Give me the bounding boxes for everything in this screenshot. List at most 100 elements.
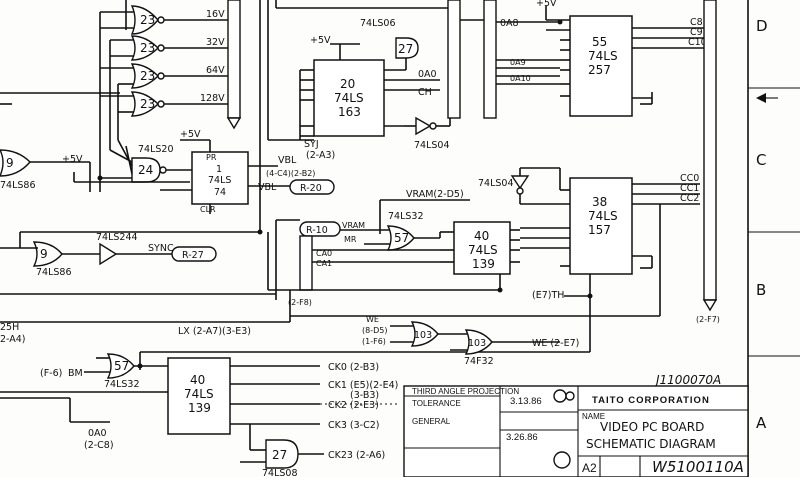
chip-9-bottom-type: 74LS86 — [36, 267, 72, 278]
chip-1-clr: CLR — [200, 205, 216, 214]
connector-r27 — [171, 246, 217, 262]
inverter-74ls04-type: 74LS04 — [414, 140, 450, 151]
title-company: TAITO CORPORATION — [592, 395, 710, 406]
net-0a0-bottom: 0A0 — [88, 428, 107, 439]
net-ck1: CK1 (E5)(2-E4) — [328, 380, 398, 391]
title-drawing-no: W5100110A — [652, 458, 744, 476]
vcc-label-3: +5V — [310, 35, 331, 46]
chip-1-ls74 — [160, 139, 290, 214]
zone-a: A — [756, 414, 767, 432]
net-32v: 32V — [206, 37, 225, 48]
inverter-74ls04-c-type: 74LS04 — [478, 178, 514, 189]
chip-55-num: 55 — [592, 35, 607, 49]
net-bm-ref: (F-6) — [40, 368, 62, 379]
gate-103-pair — [390, 321, 560, 355]
zone-b: B — [756, 281, 766, 299]
net-ca0: CA0 — [316, 249, 332, 258]
net-cb8: C8 — [690, 17, 703, 28]
zone-c: C — [756, 151, 766, 169]
title-ref-no: J1100070A — [654, 373, 721, 387]
net-vram-short: VRAM — [342, 221, 365, 230]
net-mr: MR — [344, 235, 357, 244]
title-line-1: VIDEO PC BOARD — [600, 420, 704, 434]
net-ca1: CA1 — [316, 259, 332, 268]
chip-40-bottom-l1: 74LS — [184, 387, 214, 401]
net-lx: LX (2-A7)(3-E3) — [178, 326, 251, 337]
net-2f7: (2-F7) — [696, 315, 720, 324]
chip-24: 24 — [138, 163, 153, 177]
net-we-ref1: (8-D5) — [362, 326, 387, 335]
chip-1-l2: 74 — [214, 187, 226, 198]
gate-57-top — [364, 225, 441, 251]
return-wires — [139, 204, 661, 370]
gate-27-bottom-type: 74LS08 — [262, 468, 298, 477]
net-0a10: 0A10 — [510, 74, 531, 83]
connector-r20-label: R-20 — [300, 183, 322, 194]
chip-38-ls157 — [520, 177, 700, 297]
net-vbl-bar: VBL — [278, 155, 297, 166]
chip-57-top: 57 — [394, 231, 409, 245]
chip-57-bottom: 57 — [114, 359, 129, 373]
net-0a0: 0A0 — [418, 69, 437, 80]
net-syj: SYJ — [304, 139, 319, 150]
net-cc0: CC0 — [680, 173, 699, 184]
net-cc2: CC2 — [680, 193, 699, 204]
chip-1-pr: PR — [206, 153, 217, 162]
title-block — [403, 385, 749, 477]
chip-103-b: 103 — [468, 338, 486, 349]
sheet-border — [747, 0, 800, 477]
net-2a4: 2-A4) — [0, 334, 26, 345]
gate-27-top — [384, 37, 419, 71]
chip-1-l1: 74LS — [208, 175, 231, 186]
vcc-label-4: +5V — [536, 0, 557, 9]
chip-38-l2: 157 — [588, 223, 611, 237]
title-date-1: 3.13.86 — [510, 396, 542, 407]
net-ck1-ref: (3-B3) — [350, 390, 379, 401]
net-ch: CH — [418, 87, 432, 98]
net-vbl-ref: (4-C4)(2-B2) — [266, 169, 315, 178]
chip-40-mid-num: 40 — [474, 229, 489, 243]
net-e7-th: (E7)TH — [532, 290, 564, 301]
gate-57-bottom-type: 74LS32 — [104, 379, 140, 390]
chip-23-c: 23 — [140, 69, 155, 83]
connector-r27-label: R-27 — [182, 250, 204, 261]
gate-9-bottom — [0, 231, 260, 267]
chip-20-num: 20 — [340, 77, 355, 91]
gate-57-bottom — [84, 353, 168, 379]
net-16v: 16V — [206, 9, 225, 20]
net-bm: BM — [68, 368, 83, 379]
chip-27-bottom: 27 — [272, 448, 287, 462]
net-0a9: 0A9 — [510, 58, 526, 67]
vcc-label-2: +5V — [62, 154, 83, 165]
chip-20-l2: 163 — [338, 105, 361, 119]
chip-20-l1: 74LS — [334, 91, 364, 105]
chip-55-l1: 74LS — [588, 49, 618, 63]
net-cb9: C9 — [690, 27, 703, 38]
buffer-244 — [99, 242, 172, 266]
chip-9-top-type: 74LS86 — [0, 180, 36, 191]
net-vbl: VBL — [258, 182, 277, 193]
net-syj-ref: (2-A3) — [306, 150, 335, 161]
chip-103-a: 103 — [414, 330, 432, 341]
address-bus — [447, 0, 560, 119]
chip-40-ls139-mid — [440, 221, 520, 275]
chip-20-ls163 — [299, 43, 440, 140]
chip-38-num: 38 — [592, 195, 607, 209]
c-bus — [702, 0, 718, 312]
inverter-74ls06-type: 74LS06 — [360, 18, 396, 29]
net-0a8: 0A8 — [500, 18, 519, 29]
left-input-wires — [0, 0, 134, 192]
net-ck2: CK2 (2-E3) — [328, 400, 379, 411]
buffer-244-type: 74LS244 — [96, 232, 138, 243]
chip-24-type: 74LS20 — [138, 144, 174, 155]
net-2f8: (2-F8) — [288, 298, 312, 307]
net-cc1: CC1 — [680, 183, 699, 194]
chip-55-ls257 — [545, 6, 706, 117]
chip-1-num: 1 — [216, 164, 222, 175]
chip-40-bottom-l2: 139 — [188, 401, 211, 415]
junction-dots — [97, 19, 593, 369]
connector-r10-label: R-10 — [306, 225, 328, 236]
gate-27-bottom — [240, 439, 324, 469]
chip-38-l1: 74LS — [588, 209, 618, 223]
